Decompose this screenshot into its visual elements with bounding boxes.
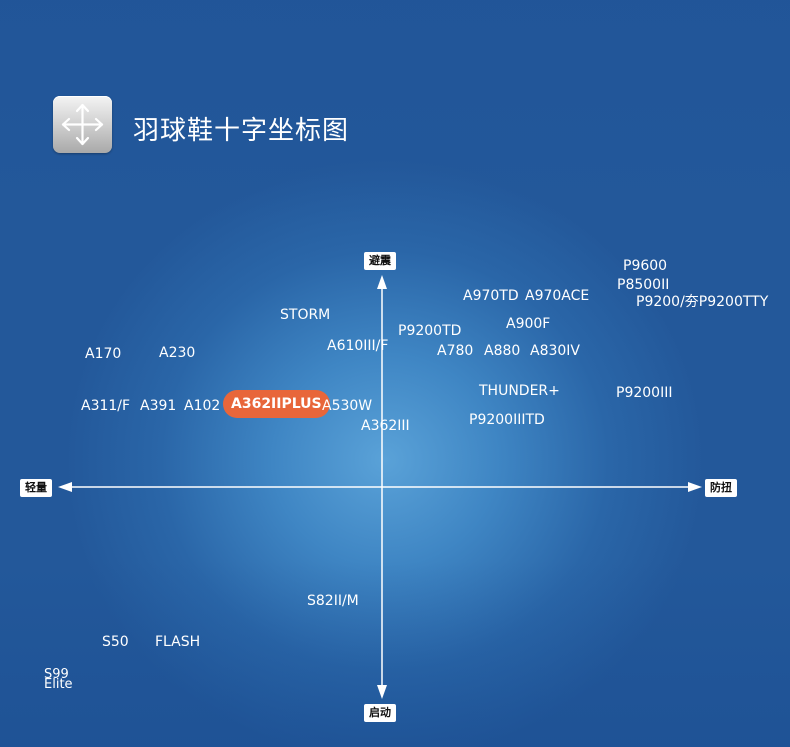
arrow-left-icon [58,482,72,492]
four-way-arrows-icon [53,96,112,153]
model-label: A530W [322,398,373,414]
model-label: A230 [159,345,196,361]
model-label: P9200IIITD [469,412,545,428]
model-label: A610III/F [327,338,389,354]
model-label: Elite [44,677,73,692]
model-label: A880 [484,343,521,359]
model-label: S50 [102,634,129,650]
model-label: P9600 [623,258,668,274]
model-label: A170 [85,346,122,362]
arrow-down-icon [377,685,387,699]
model-label: A900F [506,316,551,332]
axis-label-bottom: 启动 [364,704,396,722]
model-label: P8500II [617,277,670,293]
model-label: THUNDER+ [479,383,560,399]
model-label: P9200TD [398,323,462,339]
arrow-up-icon [377,275,387,289]
model-label: A391 [140,398,177,414]
axis-label-left: 轻量 [20,479,52,497]
highlighted-model-badge: A362IIPLUS [223,390,330,418]
page-title: 羽球鞋十字坐标图 [133,116,350,146]
axis-label-right: 防扭 [705,479,737,497]
arrow-right-icon [688,482,702,492]
model-label: A362III [361,418,410,434]
model-label: A311/F [81,398,131,414]
model-label: A970ACE [525,288,590,304]
model-label: S99 [44,667,69,682]
model-label: A780 [437,343,474,359]
model-label: A830IV [530,343,581,359]
model-label: STORM [280,307,331,323]
model-label: P9200/夯P9200TTY [636,294,769,310]
model-label: A102 [184,398,221,414]
model-label: P9200III [616,385,673,401]
model-label: FLASH [155,634,201,650]
axis-label-top: 避震 [364,252,396,270]
model-label: S82II/M [307,593,359,609]
model-label: A970TD [463,288,519,304]
